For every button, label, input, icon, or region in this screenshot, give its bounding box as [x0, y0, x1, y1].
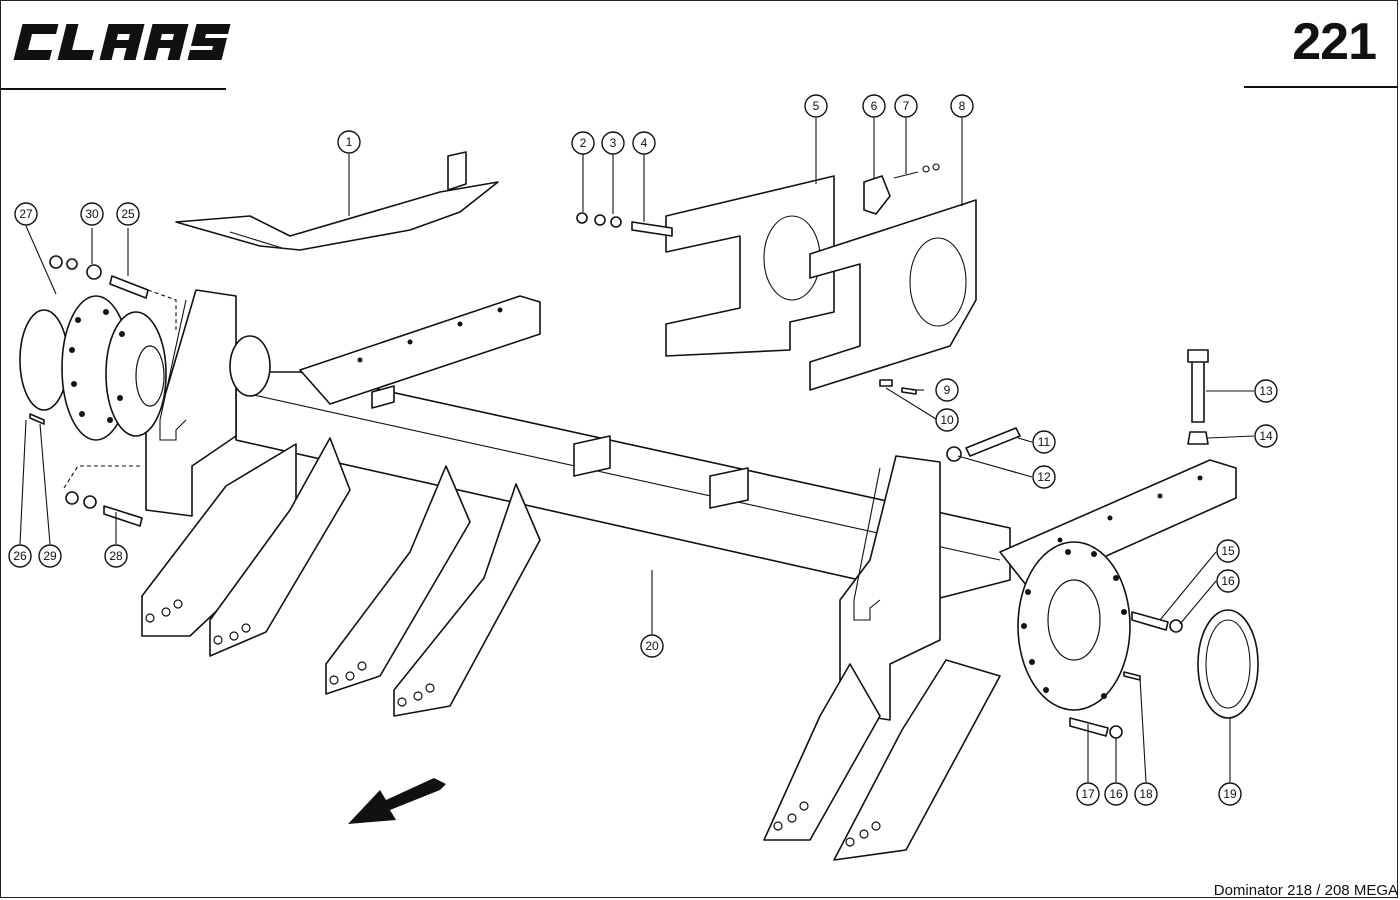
svg-text:14: 14: [1259, 429, 1273, 443]
leader-lines: [19, 118, 1255, 783]
left-side-plate: [145, 289, 237, 517]
callout-13: 13: [1254, 379, 1278, 403]
callout-19: 19: [1218, 782, 1242, 806]
svg-text:25: 25: [121, 207, 135, 221]
callout-5: 5: [804, 94, 828, 118]
svg-text:9: 9: [944, 383, 951, 397]
svg-text:20: 20: [645, 639, 659, 653]
callout-28: 28: [104, 544, 128, 568]
claas-logo: [13, 24, 231, 60]
svg-text:1: 1: [346, 135, 353, 149]
svg-text:6: 6: [871, 99, 878, 113]
model-designation: Dominator 218 / 208 MEGA: [1213, 882, 1398, 899]
svg-text:12: 12: [1037, 470, 1051, 484]
svg-text:5: 5: [813, 99, 820, 113]
svg-text:17: 17: [1081, 787, 1095, 801]
page-number: 221: [1292, 13, 1377, 71]
callout-12: 12: [1032, 465, 1056, 489]
callout-8: 8: [950, 94, 974, 118]
svg-text:13: 13: [1259, 384, 1273, 398]
svg-text:2: 2: [580, 136, 587, 150]
callout-7: 7: [894, 94, 918, 118]
callout-20: 20: [640, 634, 664, 658]
callout-26: 26: [8, 544, 32, 568]
callout-11: 11: [1032, 430, 1056, 454]
svg-text:28: 28: [109, 549, 123, 563]
page-number-underline: [1244, 86, 1398, 88]
logo-underline: [0, 88, 226, 90]
mounting-plate-part-5: [665, 175, 835, 357]
svg-text:8: 8: [959, 99, 966, 113]
callout-30: 30: [80, 202, 104, 226]
callout-1: 1: [337, 130, 361, 154]
callout-15: 15: [1216, 539, 1240, 563]
svg-text:11: 11: [1038, 435, 1051, 449]
cover-plate-part-1: [175, 151, 499, 251]
callout-16-lower: 16: [1104, 782, 1128, 806]
svg-text:19: 19: [1223, 787, 1237, 801]
arrow-forward-icon: [348, 778, 446, 824]
callout-group: 1 2 3 4 5 6 7 8 9 10 11 12 13 14 15 16 1…: [8, 94, 1278, 806]
svg-text:30: 30: [85, 207, 99, 221]
mounting-plate-part-8: [809, 199, 977, 391]
callout-4: 4: [632, 131, 656, 155]
callout-27: 27: [14, 202, 38, 226]
svg-text:10: 10: [940, 413, 954, 427]
callout-6: 6: [862, 94, 886, 118]
callout-9: 9: [935, 378, 959, 402]
callout-18: 18: [1134, 782, 1158, 806]
svg-text:15: 15: [1221, 544, 1235, 558]
svg-text:27: 27: [19, 207, 33, 221]
callout-10: 10: [935, 408, 959, 432]
callout-14: 14: [1254, 424, 1278, 448]
svg-text:3: 3: [610, 136, 617, 150]
seal-ring: [1197, 609, 1259, 719]
svg-text:16: 16: [1221, 574, 1235, 588]
svg-text:4: 4: [641, 136, 648, 150]
svg-text:26: 26: [13, 549, 27, 563]
svg-text:16: 16: [1109, 787, 1123, 801]
divider-points-right: [763, 659, 1001, 861]
callout-2: 2: [571, 131, 595, 155]
callout-25: 25: [116, 202, 140, 226]
callout-17: 17: [1076, 782, 1100, 806]
callout-29: 29: [38, 544, 62, 568]
callout-3: 3: [601, 131, 625, 155]
left-bearing-pulley-assembly: [19, 289, 271, 489]
svg-text:7: 7: [903, 99, 910, 113]
divider-points-left: [141, 437, 541, 717]
svg-text:29: 29: [43, 549, 57, 563]
svg-text:18: 18: [1139, 787, 1153, 801]
right-bearing-flange: [1017, 541, 1131, 711]
callout-16: 16: [1216, 569, 1240, 593]
